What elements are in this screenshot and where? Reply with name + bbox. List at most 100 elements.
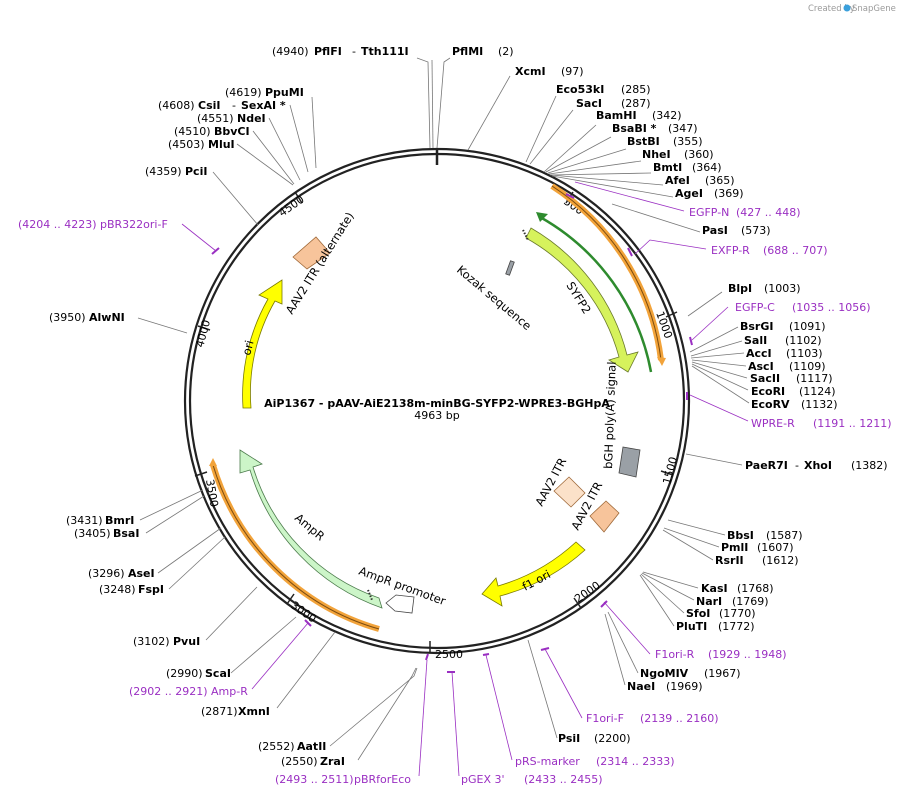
primer-mark-egfpn: [565, 193, 575, 199]
tick-2000: [573, 597, 582, 609]
leader-bstbi: [547, 148, 627, 174]
site-name-sacii: SacII: [750, 372, 780, 385]
site-name-blpi: BlpI: [728, 282, 752, 295]
leader-blpi: [687, 291, 723, 317]
primer-mark-exfpr: [627, 247, 633, 257]
feature-itr-alt: [292, 236, 331, 270]
site-name-nari: NarI: [696, 595, 722, 608]
site-pos-ngomiv: (1967): [704, 667, 741, 680]
site-name-naei: NaeI: [627, 680, 655, 693]
site-pos-ndei: (4551): [197, 112, 234, 125]
tick-1500: [660, 470, 674, 476]
leader-bbsi: [667, 519, 726, 536]
site-name-bmti: BmtI: [653, 161, 682, 174]
primer-range-rsmarker: (2314 .. 2333): [596, 755, 675, 768]
site-name-pmli: PmlI: [721, 541, 748, 554]
site-name-bsabi: BsaBI *: [612, 122, 657, 135]
site-pos-pmli: (1607): [757, 541, 794, 554]
orf-arc-sypf2-line: [551, 185, 662, 361]
primer-name-rsmarker: pRS-marker: [515, 755, 580, 768]
leader-asei: [157, 527, 222, 574]
primer-name-f1orir: F1ori-R: [655, 648, 695, 661]
site-name-sali: SalI: [744, 334, 767, 347]
site-pos-alwni: (3950): [49, 311, 86, 324]
site-name-zrai: ZraI: [320, 755, 345, 768]
site-pos-xmni: (2871): [201, 705, 238, 718]
site-name-pflfi: PflFI: [314, 45, 342, 58]
pleader-wprer: [689, 394, 749, 422]
orf-arc-ampr-head: [209, 458, 217, 466]
leader-nhei: [548, 160, 642, 175]
site-pos-csii: (4608): [158, 99, 195, 112]
credit-prefix: Created by: [808, 4, 855, 14]
site-pos-agei: (369): [714, 187, 744, 200]
leader-sfoi: [640, 573, 685, 614]
site-pos-zrai: (2550): [281, 755, 318, 768]
primer-leaders: [181, 181, 749, 777]
pleader-pbrforeco: [418, 659, 428, 777]
site-pos-pvui: (3102): [133, 635, 170, 648]
site-name-ecori: EcoRI: [751, 385, 785, 398]
leader-bamhi: [543, 124, 597, 173]
primer-range-pgex3: (2433 .. 2455): [524, 773, 603, 786]
leader-csii: [289, 104, 309, 173]
site-name-pluti: PluTI: [676, 620, 707, 633]
site-pos-aatii: (2552): [258, 740, 295, 753]
leader-bsabi: [545, 136, 612, 173]
site-pos-bmri: (3431): [66, 514, 103, 527]
site-name-asci: AscI: [748, 360, 774, 373]
primer-range-f1orir: (1929 .. 1948): [708, 648, 787, 661]
tick-4500: [294, 191, 303, 204]
site-pos-paer7i: (1382): [851, 459, 888, 472]
leader-rsrii: [662, 529, 714, 561]
site-pos-nari: (1769): [732, 595, 769, 608]
site-pos-bsrgi: (1091): [789, 320, 826, 333]
primer-range-egfpn: (427 .. 448): [736, 206, 801, 219]
primer-name-f1orif: F1ori-F: [586, 712, 624, 725]
leader-psii: [527, 639, 558, 739]
site-pos-nhei: (360): [684, 148, 714, 161]
site-pos-fspi: (3248): [99, 583, 136, 596]
leader-pluti: [639, 574, 675, 627]
primer-range-exfpr: (688 .. 707): [763, 244, 828, 257]
primer-mark-pbrforeco: [425, 653, 429, 661]
leader-ngomiv: [607, 611, 639, 674]
feature-amp-promoter: [385, 594, 415, 614]
primer-mark-f1orir: [600, 600, 608, 608]
site-sep-xhoi: -: [795, 459, 799, 472]
site-leaders: [137, 57, 750, 761]
site-pos-mlui: (4503): [168, 138, 205, 151]
site-name-bstbi: BstBI: [627, 135, 660, 148]
leader-aatii: [329, 667, 418, 747]
site-pos-asci: (1109): [789, 360, 826, 373]
tick-3000: [286, 593, 295, 605]
primer-name-egfpc: EGFP-C: [735, 301, 775, 314]
site-name-rsrii: RsrII: [715, 554, 744, 567]
feature-label-ampr: AmpR: [292, 511, 327, 544]
plasmid-name: AiP1367 - pAAV-AiE2138m-minBG-SYFP2-WPRE…: [264, 397, 610, 410]
leader-bmri: [139, 489, 204, 521]
orf-arc-green: [539, 215, 653, 373]
site-pos-ppumi: (4619): [225, 86, 262, 99]
tick-3500: [194, 471, 208, 477]
site-pos-ecori: (1124): [799, 385, 836, 398]
leader-bbvci: [252, 130, 295, 185]
site-sep-sexai: -: [232, 99, 236, 112]
leader-saci: [529, 109, 574, 165]
feature-itr-b: [589, 500, 620, 533]
primer-mark-egfpc: [689, 336, 693, 346]
snapgene-logo-icon: [843, 4, 851, 12]
leader-pcii: [212, 171, 259, 226]
feature-sypf2: [525, 227, 639, 373]
pleader-ampr: [251, 622, 309, 690]
leader-afei: [550, 174, 664, 186]
site-name-agei: AgeI: [675, 187, 703, 200]
leader-pflfi: [416, 57, 431, 149]
site-pos-ecorv: (1132): [801, 398, 838, 411]
site-name-psii: PsiI: [558, 732, 580, 745]
site-name-bsrgi: BsrGI: [740, 320, 773, 333]
primer-mark-rsmarker: [482, 653, 490, 656]
site-pos-bsabi: (347): [668, 122, 698, 135]
feature-label-bgh: bGH poly(A) signal: [601, 361, 619, 469]
leader-xcmi: [467, 75, 511, 151]
